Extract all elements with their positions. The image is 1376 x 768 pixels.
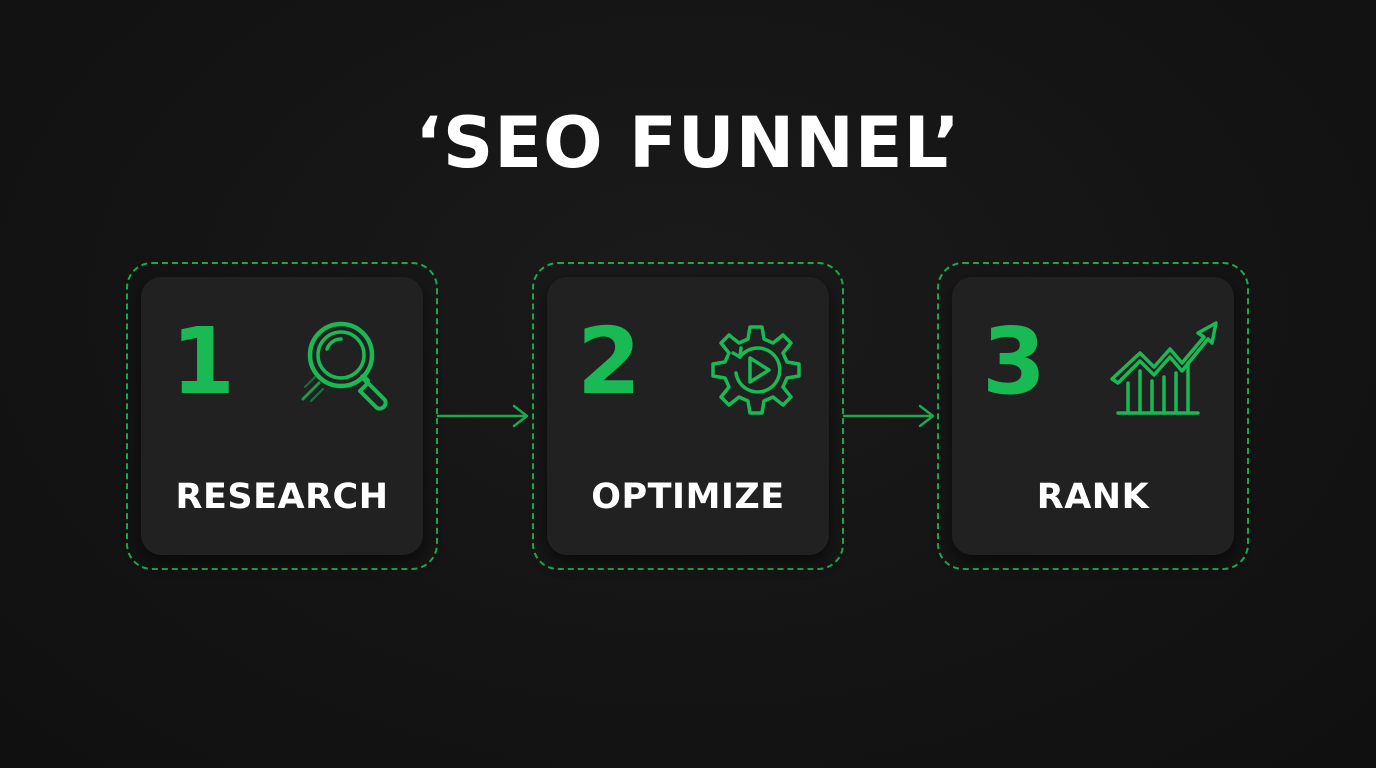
step-card: 3 RANK bbox=[952, 277, 1234, 555]
arrow-connector bbox=[436, 404, 529, 428]
page-title: ‘SEO FUNNEL’ bbox=[415, 102, 961, 184]
step-research: 1 RESEARCH bbox=[126, 262, 438, 570]
step-optimize: 2 OPTIMIZE bbox=[532, 262, 844, 570]
step-rank: 3 RANK bbox=[937, 262, 1249, 570]
step-number: 2 bbox=[577, 308, 642, 415]
step-label: RESEARCH bbox=[175, 477, 389, 517]
gear-play-icon bbox=[711, 325, 801, 415]
step-card: 1 RESEARCH bbox=[141, 277, 423, 555]
magnifying-glass-icon bbox=[301, 321, 388, 411]
trending-chart-icon bbox=[1110, 321, 1218, 415]
step-label: OPTIMIZE bbox=[591, 477, 785, 517]
step-number: 3 bbox=[982, 308, 1047, 415]
arrow-connector bbox=[842, 404, 935, 428]
step-label: RANK bbox=[1036, 477, 1150, 517]
step-card: 2 OPTIMIZE bbox=[547, 277, 829, 555]
step-number: 1 bbox=[171, 308, 236, 415]
